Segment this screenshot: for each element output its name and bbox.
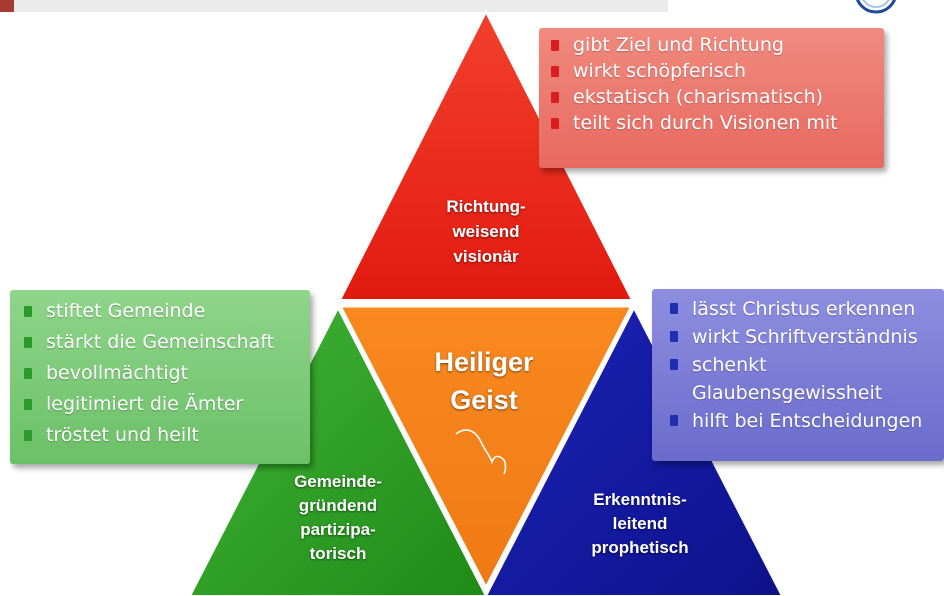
bullet-icon [670, 415, 678, 426]
title-bar-accent [0, 0, 14, 12]
list-item-text: schenkt [692, 354, 767, 376]
list-item: stiftet Gemeinde [24, 296, 310, 327]
list-item-text: stiftet Gemeinde [46, 300, 206, 322]
bullet-icon [670, 303, 678, 314]
label-center-line: Geist [450, 385, 518, 415]
list-item-text: wirkt Schriftverständnis [692, 326, 918, 348]
bullet-icon [24, 306, 32, 317]
bullet-icon [551, 92, 559, 103]
bullet-icon [551, 40, 559, 51]
bullet-icon [551, 66, 559, 77]
label-center-line: Heiliger [434, 347, 534, 377]
list-item-text: Glaubensgewissheit [692, 382, 883, 404]
list-item-text: lässt Christus erkennen [692, 298, 916, 320]
list-item-text: tröstet und heilt [46, 424, 199, 446]
bullet-icon [24, 399, 32, 410]
list-item-text: wirkt schöpferisch [573, 60, 747, 82]
attribute-box-top: gibt Ziel und Richtung wirkt schöpferisc… [539, 28, 884, 168]
list-item-text: hilft bei Entscheidungen [692, 410, 923, 432]
bullet-icon [551, 118, 559, 129]
label-left-line: torisch [309, 544, 367, 563]
label-right-line: prophetisch [591, 538, 689, 557]
label-top-line: visionär [453, 247, 519, 266]
list-item-text: gibt Ziel und Richtung [573, 34, 784, 56]
list-item: legitimiert die Ämter [24, 389, 310, 420]
attribute-box-left: stiftet Gemeinde stärkt die Gemeinschaft… [10, 290, 310, 464]
list-item-text: teilt sich durch Visionen mit [573, 112, 838, 134]
list-item: wirkt schöpferisch [551, 58, 884, 84]
list-item: lässt Christus erkennen [670, 295, 944, 323]
label-left-line: gründend [298, 496, 378, 515]
bullet-icon [24, 337, 32, 348]
list-item-continuation: Glaubensgewissheit [692, 379, 944, 407]
attribute-box-right: lässt Christus erkennen wirkt Schriftver… [652, 289, 944, 461]
list-item: hilft bei Entscheidungen [670, 407, 944, 435]
list-item: bevollmächtigt [24, 358, 310, 389]
list-item-text: stärkt die Gemeinschaft [46, 331, 275, 353]
logo-icon [856, 0, 896, 14]
list-item: wirkt Schriftverständnis [670, 323, 944, 351]
list-item-text: ekstatisch (charismatisch) [573, 86, 824, 108]
list-item-text: legitimiert die Ämter [46, 393, 244, 415]
label-left: Gemeinde- gründend partizipa- torisch [294, 470, 382, 566]
label-top-line: Richtung- [446, 197, 526, 216]
list-item: ekstatisch (charismatisch) [551, 84, 884, 110]
list-item: gibt Ziel und Richtung [551, 32, 884, 58]
bullet-icon [670, 331, 678, 342]
list-item-text: bevollmächtigt [46, 362, 189, 384]
triangle-center [337, 304, 635, 592]
list-item: schenkt [670, 351, 944, 379]
bullet-icon [24, 430, 32, 441]
list-item: stärkt die Gemeinschaft [24, 327, 310, 358]
dove-icon [455, 429, 507, 475]
title-bar-strip [0, 0, 668, 12]
label-left-line: Gemeinde- [294, 472, 382, 491]
label-right: Erkenntnis- leitend prophetisch [591, 488, 688, 560]
list-item: tröstet und heilt [24, 420, 310, 451]
list-item: teilt sich durch Visionen mit [551, 110, 884, 136]
bullet-icon [670, 359, 678, 370]
label-right-line: leitend [612, 514, 668, 533]
label-right-line: Erkenntnis- [593, 490, 687, 509]
label-top: Richtung- weisend visionär [446, 194, 525, 269]
label-top-line: weisend [452, 222, 520, 241]
label-left-line: partizipa- [300, 520, 376, 539]
bullet-icon [24, 368, 32, 379]
label-center: Heiliger Geist [434, 343, 533, 419]
